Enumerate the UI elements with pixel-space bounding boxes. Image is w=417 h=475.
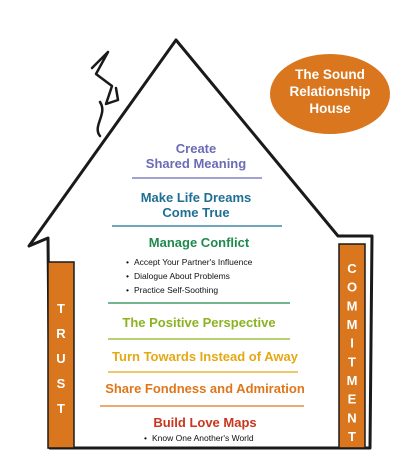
chimney-smoke: [96, 100, 104, 138]
right-pillar-letter-2: M: [347, 298, 358, 313]
right-pillar-letter-6: M: [347, 373, 358, 388]
left-pillar-letter-2: U: [56, 351, 65, 366]
right-pillar-letter-4: I: [350, 336, 354, 351]
right-pillar-letter-0: C: [347, 261, 357, 276]
level-build-love-maps-title: Build Love Maps: [153, 415, 256, 430]
bullet-dot-4: •: [144, 433, 147, 443]
left-pillar-letter-3: S: [57, 376, 66, 391]
bullet-self-soothing: Practice Self-Soothing: [134, 285, 218, 295]
badge-title-line-2: Relationship: [289, 84, 370, 99]
right-pillar-letter-9: T: [348, 429, 356, 444]
bullet-dot-3: •: [126, 285, 129, 295]
badge-title-line-1: The Sound: [295, 67, 365, 82]
left-pillar-letter-4: T: [57, 401, 65, 416]
left-pillar-letter-0: T: [57, 301, 65, 316]
level-create-shared-meaning-title-2: Shared Meaning: [146, 156, 246, 171]
right-pillar-letter-7: E: [348, 392, 357, 407]
level-manage-conflict-title: Manage Conflict: [149, 235, 250, 250]
right-pillar-letter-8: N: [347, 410, 356, 425]
title-badge: [270, 54, 390, 134]
house-outline: [27, 38, 374, 450]
level-fondness-admiration-title: Share Fondness and Admiration: [105, 381, 305, 396]
right-pillar-letter-5: T: [348, 354, 356, 369]
right-pillar-letter-3: M: [347, 317, 358, 332]
level-make-life-dreams-title-2: Come True: [162, 205, 229, 220]
bullet-know-world: Know One Another's World: [152, 433, 254, 443]
bullet-dialogue-problems: Dialogue About Problems: [134, 271, 230, 281]
bullet-dot-1: •: [126, 257, 129, 267]
chimney-outline: [90, 50, 120, 106]
bullet-accept-influence: Accept Your Partner's Influence: [134, 257, 253, 267]
bullet-dot-2: •: [126, 271, 129, 281]
level-create-shared-meaning-title-1: Create: [176, 141, 216, 156]
level-turn-towards-title: Turn Towards Instead of Away: [112, 349, 299, 364]
commitment-pillar: [338, 243, 366, 449]
badge-title-line-3: House: [309, 101, 351, 116]
trust-pillar: [47, 261, 75, 449]
level-make-life-dreams-title-1: Make Life Dreams: [141, 190, 252, 205]
level-positive-perspective-title: The Positive Perspective: [122, 315, 275, 330]
left-pillar-letter-1: R: [56, 326, 66, 341]
right-pillar-letter-1: O: [347, 280, 357, 295]
